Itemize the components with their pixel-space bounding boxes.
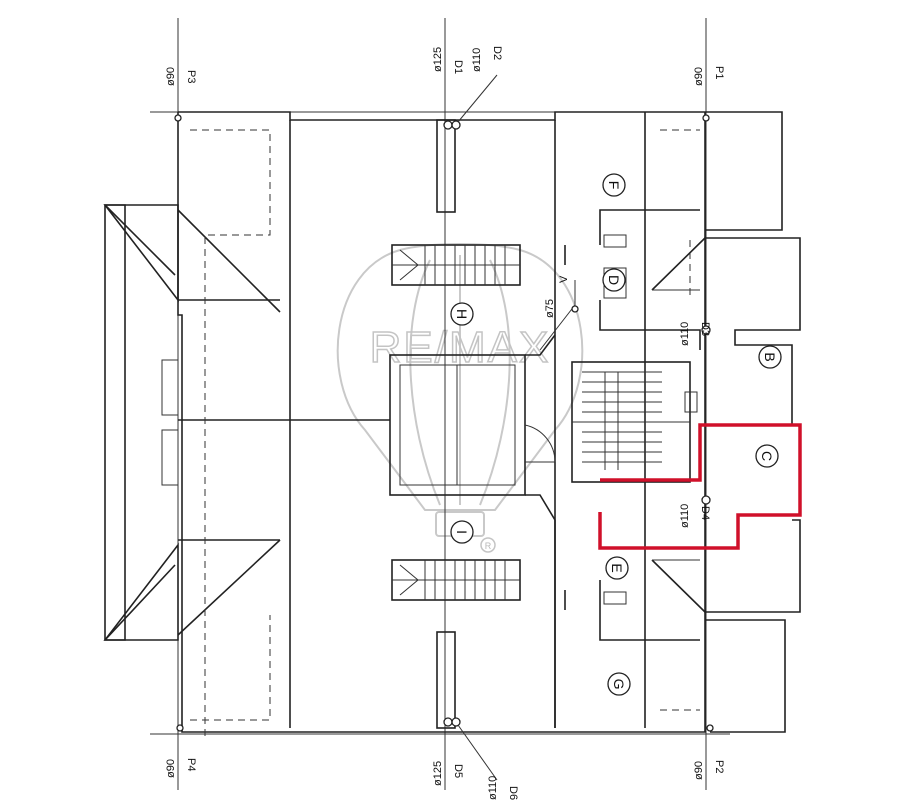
pipe-p3-diam: ø90 <box>165 67 177 86</box>
pipe-d5-diam: ø125 <box>432 761 444 786</box>
pipe-d2-diam: ø110 <box>471 48 483 72</box>
stairs-right <box>571 361 698 483</box>
pipe-v-diam: ø75 <box>544 299 556 318</box>
room-e-label: E <box>609 563 625 572</box>
room-g-label: G <box>611 679 627 690</box>
pipe-markers <box>174 74 714 781</box>
room-h-label: H <box>454 309 470 319</box>
pipe-d2-name: D2 <box>491 46 503 60</box>
pipe-d3-diam: ø110 <box>679 322 691 346</box>
pipe-d1-diam: ø125 <box>432 47 444 72</box>
room-e: E <box>605 556 629 580</box>
highlighted-unit-c <box>598 423 802 550</box>
vent-pipe: V ø75 <box>539 275 579 351</box>
room-b-label: B <box>762 352 778 361</box>
pipe-p1-name: P1 <box>713 66 725 79</box>
pipe-p4-diam: ø90 <box>165 759 177 778</box>
pipe-d6-name: D6 <box>507 786 519 800</box>
room-f-label: F <box>606 181 622 190</box>
pipe-p4-name: P4 <box>185 758 197 771</box>
axis-lines <box>150 18 730 790</box>
watermark-brand: RE/MAX <box>370 323 551 372</box>
pipe-p2-name: P2 <box>713 760 725 773</box>
stairs-lower <box>391 559 521 601</box>
room-labels: H I F D B C E G <box>450 173 782 696</box>
room-d-label: D <box>606 275 622 285</box>
room-c-label: C <box>759 451 775 461</box>
pipe-d1-name: D1 <box>452 60 464 74</box>
pipe-p2-diam: ø90 <box>693 761 705 780</box>
room-i: I <box>450 520 474 544</box>
pipe-d5-name: D5 <box>452 764 464 778</box>
pipe-d4-diam: ø110 <box>679 504 691 528</box>
watermark-registered: R <box>485 541 492 551</box>
room-f: F <box>602 173 626 197</box>
pipe-p1-diam: ø90 <box>693 67 705 86</box>
building-outline <box>103 111 801 740</box>
room-b: B <box>758 345 782 369</box>
duct-shafts <box>436 119 461 729</box>
pipe-d4-name: D4 <box>699 506 711 520</box>
pipe-labels: ø90 P3 ø125 D1 ø110 D2 ø90 P1 ø110 D3 ø1… <box>165 46 725 800</box>
room-c: C <box>755 444 779 468</box>
room-h: H <box>450 302 474 326</box>
room-d: D <box>602 268 626 292</box>
pipe-d3-name: D3 <box>699 322 711 336</box>
central-core <box>389 334 556 728</box>
pipe-p3-name: P3 <box>185 70 197 83</box>
stairs-upper <box>391 244 521 286</box>
room-i-label: I <box>454 530 470 534</box>
pipe-d6-diam: ø110 <box>487 776 499 800</box>
corridor-partitions <box>564 209 706 641</box>
pipe-v-name: V <box>558 275 570 283</box>
room-g: G <box>607 672 631 696</box>
